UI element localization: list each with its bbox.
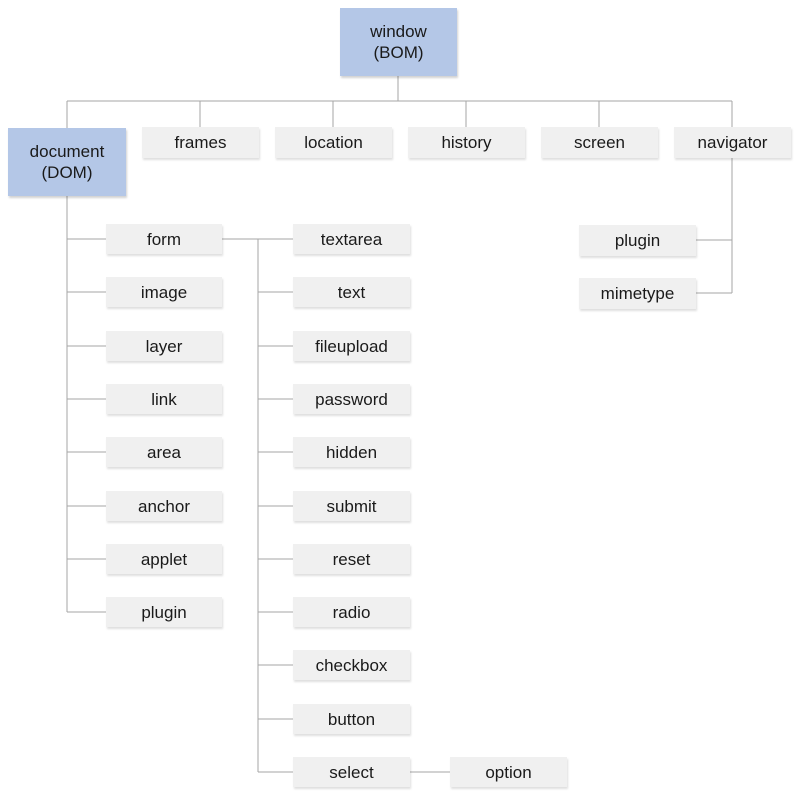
checkbox-node: checkbox — [293, 650, 410, 680]
window-bom-label: window — [370, 22, 427, 41]
window-bom-sublabel: (BOM) — [373, 43, 424, 62]
image-node: image — [106, 277, 222, 307]
navigator-label: navigator — [697, 133, 768, 152]
option-label: option — [485, 762, 532, 782]
document-plugin-label: plugin — [141, 602, 187, 622]
reset-label: reset — [332, 549, 371, 569]
navigator-plugin-label: plugin — [614, 231, 661, 250]
screen-label: screen — [573, 133, 626, 152]
password-node: password — [293, 384, 410, 414]
layer-node: layer — [106, 331, 222, 361]
mimetype-label: mimetype — [600, 284, 675, 303]
form-label: form — [147, 229, 181, 249]
radio-label: radio — [332, 602, 371, 622]
window-bom-node: window (BOM) — [340, 8, 457, 76]
select-label: select — [329, 762, 374, 782]
submit-label: submit — [326, 496, 377, 516]
mimetype-node: mimetype — [579, 278, 696, 309]
button-node: button — [293, 704, 410, 734]
navigator-node: navigator — [674, 127, 791, 158]
submit-node: submit — [293, 491, 410, 521]
frames-node: frames — [142, 127, 259, 158]
screen-node: screen — [541, 127, 658, 158]
history-label: history — [441, 133, 492, 152]
applet-label: applet — [140, 549, 188, 569]
textarea-node: textarea — [293, 224, 410, 254]
fileupload-node: fileupload — [293, 331, 410, 361]
applet-node: applet — [106, 544, 222, 574]
reset-node: reset — [293, 544, 410, 574]
hidden-label: hidden — [325, 442, 378, 462]
password-label: password — [315, 389, 388, 409]
fileupload-label: fileupload — [315, 336, 388, 356]
radio-node: radio — [293, 597, 410, 627]
option-node: option — [450, 757, 567, 787]
navigator-plugin-node: plugin — [579, 225, 696, 256]
link-label: link — [151, 389, 177, 409]
history-node: history — [408, 127, 525, 158]
form-node: form — [106, 224, 222, 254]
text-node: text — [293, 277, 410, 307]
frames-label: frames — [174, 133, 227, 152]
layer-label: layer — [145, 336, 183, 356]
button-label: button — [327, 709, 376, 729]
area-label: area — [146, 442, 182, 462]
location-node: location — [275, 127, 392, 158]
hidden-node: hidden — [293, 437, 410, 467]
document-dom-label: document — [29, 142, 105, 161]
textarea-label: textarea — [320, 229, 383, 249]
link-node: link — [106, 384, 222, 414]
anchor-label: anchor — [138, 496, 190, 516]
document-dom-sublabel: (DOM) — [41, 163, 93, 182]
anchor-node: anchor — [106, 491, 222, 521]
checkbox-label: checkbox — [315, 655, 388, 675]
image-label: image — [140, 282, 188, 302]
area-node: area — [106, 437, 222, 467]
location-label: location — [304, 133, 363, 152]
select-node: select — [293, 757, 410, 787]
document-dom-node: document (DOM) — [8, 128, 126, 196]
text-label: text — [337, 282, 366, 302]
document-plugin-node: plugin — [106, 597, 222, 627]
